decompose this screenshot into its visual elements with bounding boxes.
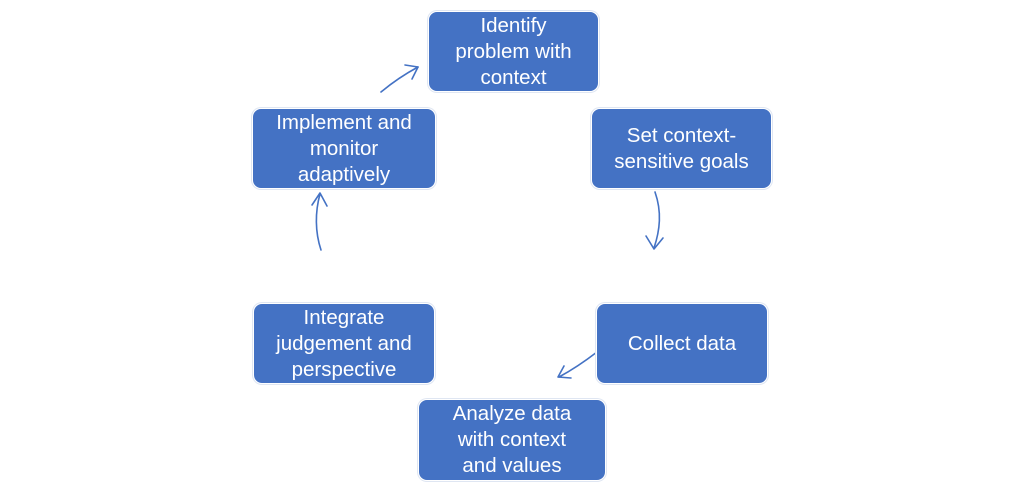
arrow-implement-to-identify (380, 64, 419, 93)
step-analyze-data: Analyze data with context and values (418, 399, 606, 481)
step-set-goals-label: Set context- sensitive goals (614, 123, 749, 173)
step-collect-data: Collect data (596, 303, 768, 384)
step-analyze-data-label: Analyze data with context and values (452, 402, 572, 477)
step-integrate-judgement: Integrate judgement and perspective (253, 303, 435, 384)
step-implement-monitor: Implement and monitor adaptively (252, 108, 436, 189)
step-collect-data-label: Collect data (627, 331, 737, 355)
step-integrate-judgement-label: Integrate judgement and perspective (276, 305, 412, 381)
arrow-collect-to-analyze (557, 351, 598, 379)
step-implement-monitor-label: Implement and monitor adaptively (276, 110, 412, 186)
arrow-goals-to-collect (645, 191, 664, 250)
step-set-goals: Set context- sensitive goals (591, 108, 772, 189)
step-identify-problem-label: Identify problem with context (455, 13, 572, 89)
step-identify-problem: Identify problem with context (428, 11, 599, 92)
arrow-integrate-to-implement (311, 192, 328, 251)
